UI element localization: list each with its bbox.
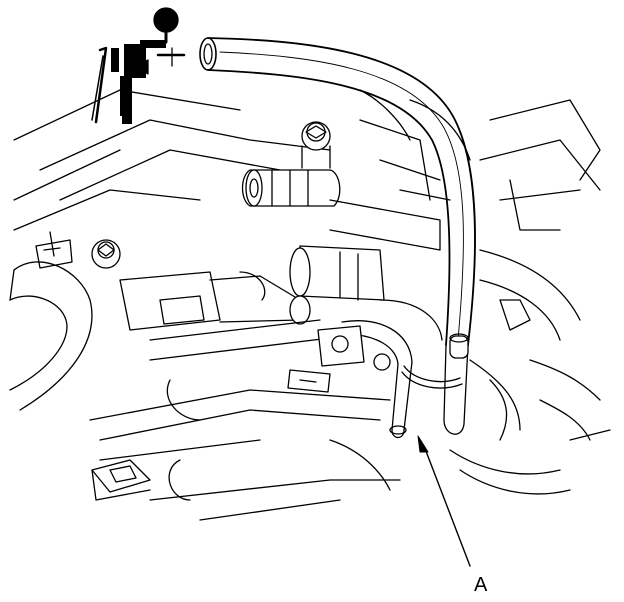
vacuum-hose	[199, 37, 476, 435]
hose-clamp	[401, 365, 463, 389]
vacuum-pump-gauge-icon	[91, 7, 186, 124]
engine-assembly	[9, 89, 611, 521]
callout-leader-a	[417, 435, 471, 567]
callout-label-a: A	[474, 574, 488, 596]
